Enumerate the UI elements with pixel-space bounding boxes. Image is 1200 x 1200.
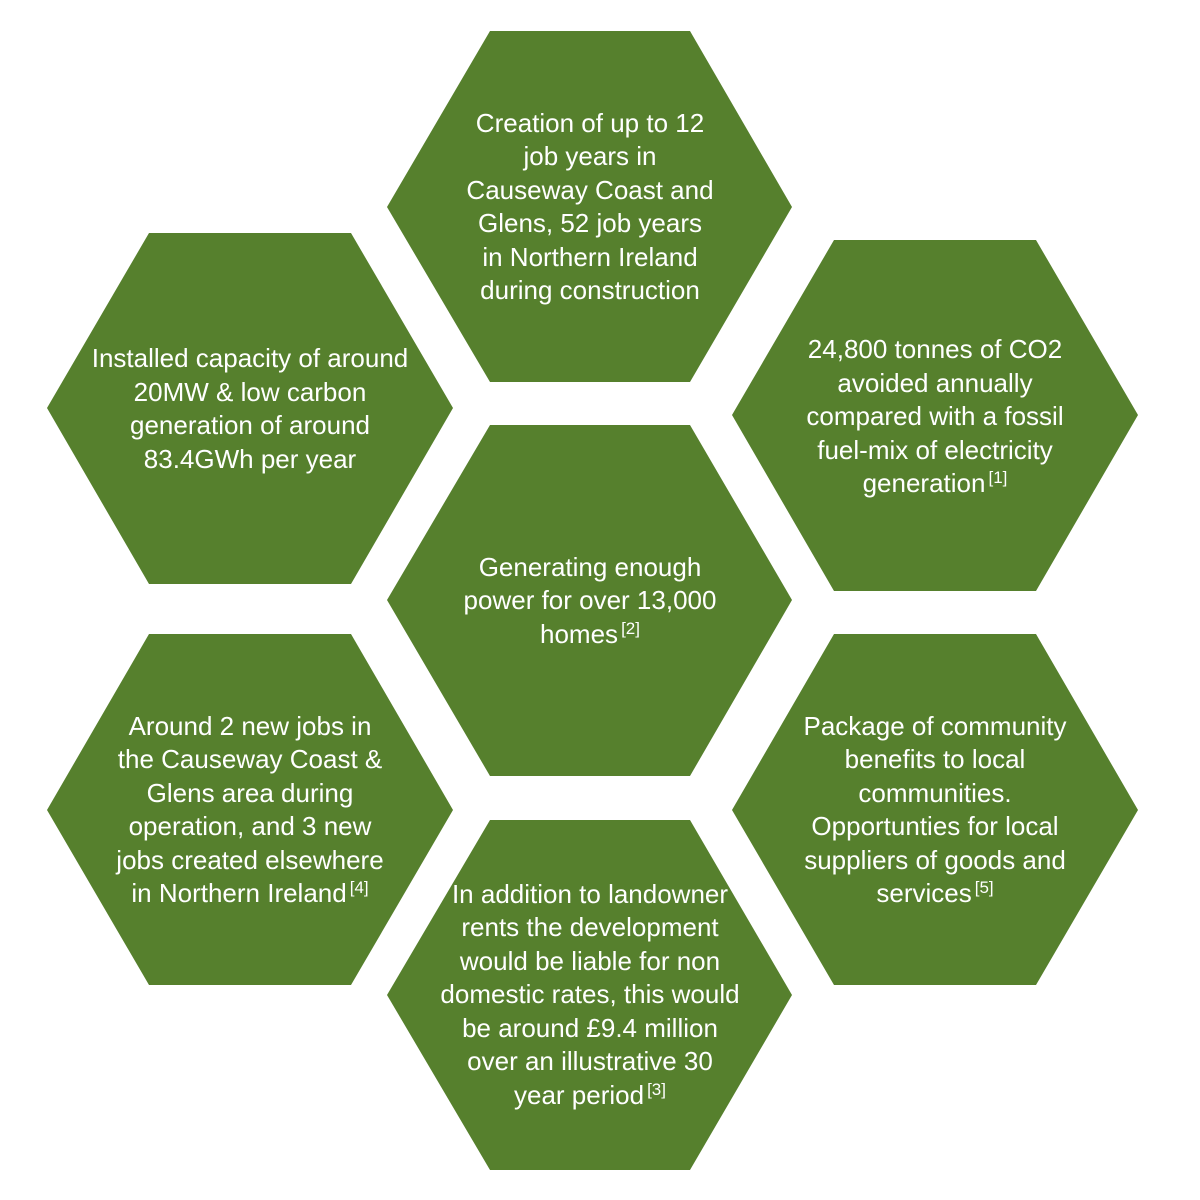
hexagon-upper-right-label: 24,800 tonnes of CO2 avoided annually co… bbox=[806, 334, 1064, 499]
hexagon-top-text: Creation of up to 12 job years in Causew… bbox=[465, 80, 715, 334]
hexagon-lower-right-text: Package of community benefits to local c… bbox=[785, 683, 1085, 937]
hexagon-center bbox=[387, 425, 792, 776]
hexagon-lower-right-label: Package of community benefits to local c… bbox=[803, 710, 1067, 909]
hexagon-upper-left bbox=[47, 233, 453, 584]
hexagon-upper-right-ref: [1] bbox=[988, 468, 1008, 488]
hexagon-center-text: Generating enough power for over 13,000 … bbox=[455, 474, 725, 728]
hexagon-bottom-text: In addition to landowner rents the devel… bbox=[440, 860, 740, 1130]
hexagon-center-ref: [2] bbox=[621, 618, 640, 638]
hexagon-lower-left-label: Around 2 new jobs in the Causeway Coast … bbox=[116, 710, 384, 909]
hexagon-bottom-ref: [3] bbox=[647, 1079, 666, 1099]
hexagon-lower-left-ref: [4] bbox=[349, 878, 369, 897]
hexagon-top bbox=[387, 31, 792, 382]
hexagon-lower-right-ref: [5] bbox=[974, 878, 994, 897]
hexagon-lower-right bbox=[732, 634, 1138, 985]
hexagon-upper-right-text: 24,800 tonnes of CO2 avoided annually co… bbox=[780, 290, 1090, 544]
hexagon-top-label: Creation of up to 12 job years in Causew… bbox=[466, 107, 714, 306]
hexagon-upper-right bbox=[732, 240, 1138, 591]
hexagon-center-label: Generating enough power for over 13,000 … bbox=[463, 551, 717, 649]
hexagon-upper-left-text: Installed capacity of around 20MW & low … bbox=[82, 282, 418, 536]
hexagon-upper-left-label: Installed capacity of around 20MW & low … bbox=[91, 343, 409, 474]
hexagon-bottom-label: In addition to landowner rents the devel… bbox=[440, 878, 740, 1110]
hexagon-lower-left-text: Around 2 new jobs in the Causeway Coast … bbox=[112, 683, 388, 937]
hexagon-bottom bbox=[387, 820, 792, 1170]
hexagon-lower-left bbox=[47, 634, 453, 985]
